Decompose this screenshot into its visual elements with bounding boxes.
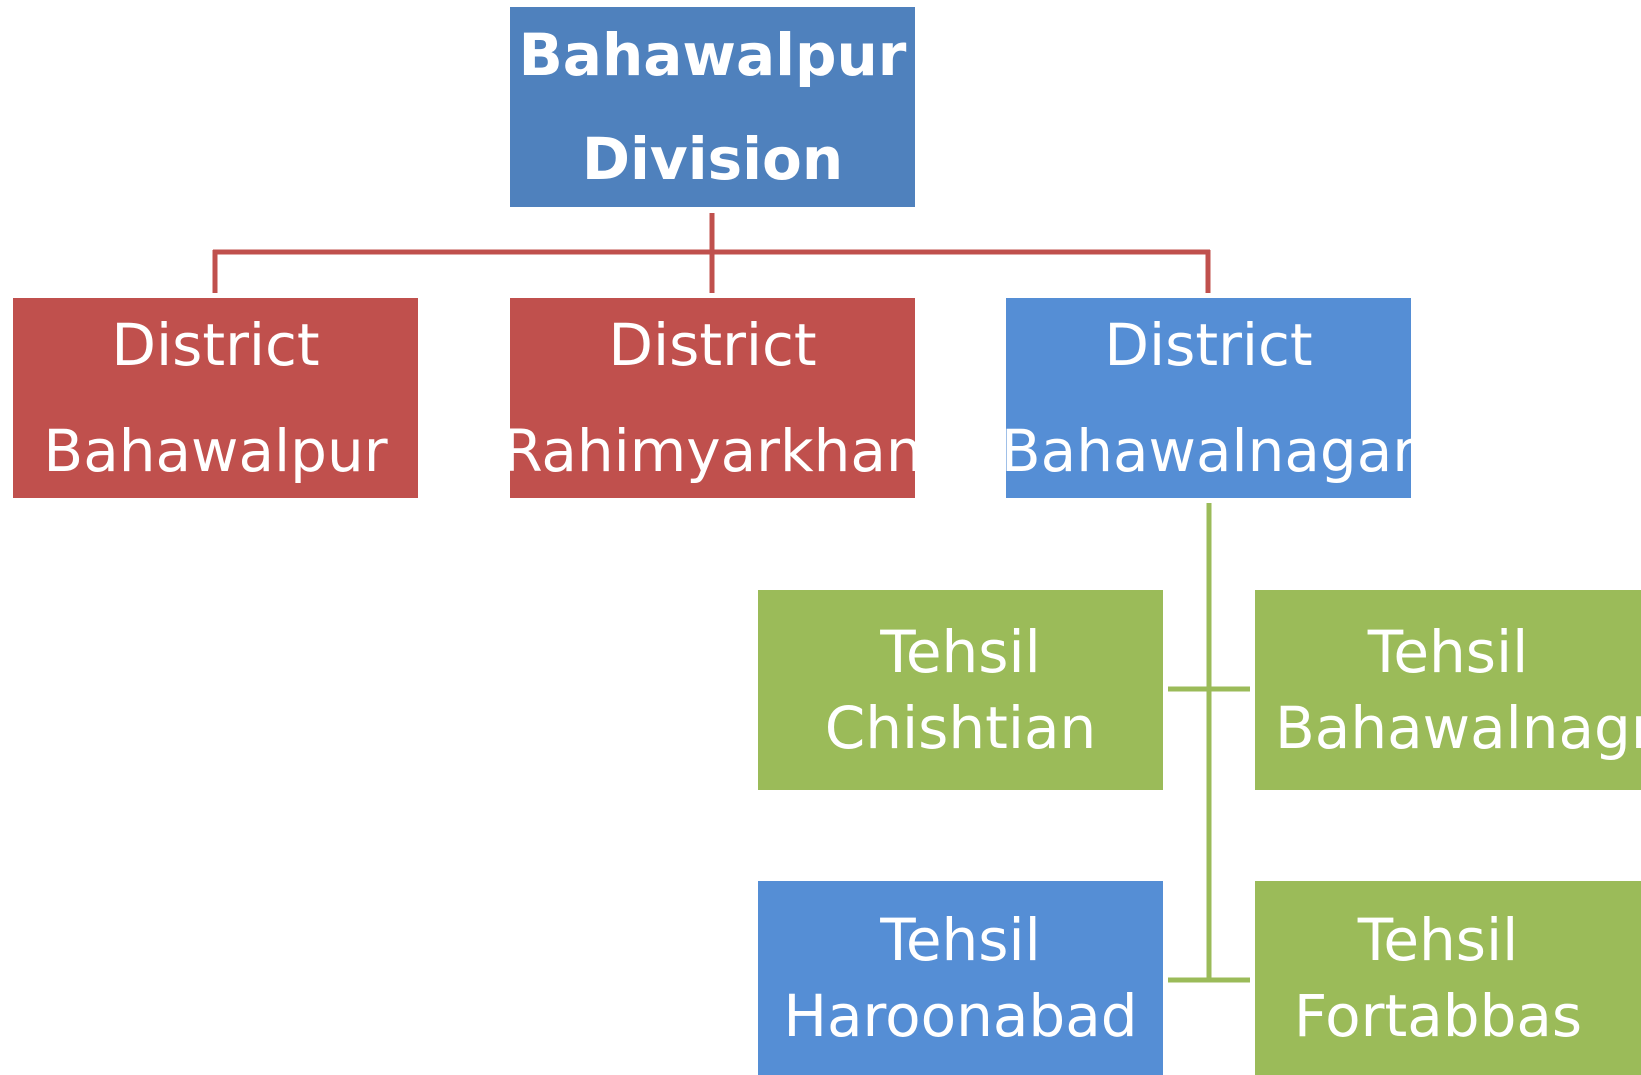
district-label-line2: Rahimyarkhan	[510, 417, 915, 485]
tehsil-box-chishtian: Tehsil Chishtian	[758, 590, 1163, 790]
tehsil-label-line1: Tehsil	[880, 618, 1041, 686]
tehsil-label-line2: Chishtian	[824, 694, 1097, 762]
district-box-bahawalnagar: District Bahawalnagar	[1006, 298, 1411, 498]
tehsil-label-line1: Tehsil	[1357, 906, 1519, 974]
tehsil-label-line2: Fortabbas	[1293, 982, 1583, 1050]
tehsil-label-line2: Haroonabad	[783, 982, 1138, 1050]
district-box-bahawalpur: District Bahawalpur	[13, 298, 418, 498]
district-label-line1: District	[1104, 311, 1313, 379]
tehsil-label-line2: Bahawalnagr	[1275, 694, 1641, 762]
district-label-line2: Bahawalpur	[43, 417, 388, 485]
tehsil-box-bahawalnagr: Tehsil Bahawalnagr	[1255, 590, 1641, 790]
district-label-line1: District	[608, 311, 817, 379]
division-label-line1: Bahawalpur	[518, 21, 907, 89]
tehsil-label-line1: Tehsil	[1367, 618, 1529, 686]
division-box-bahawalpur: Bahawalpur Division	[510, 7, 915, 207]
district-label-line1: District	[111, 311, 320, 379]
district-box-rahimyarkhan: District Rahimyarkhan	[510, 298, 915, 498]
tehsil-label-line1: Tehsil	[880, 906, 1041, 974]
tehsil-box-fortabbas: Tehsil Fortabbas	[1255, 881, 1641, 1075]
district-label-line2: Bahawalnagar	[1006, 417, 1411, 485]
tehsil-box-haroonabad: Tehsil Haroonabad	[758, 881, 1163, 1075]
division-label-line2: Division	[581, 125, 844, 193]
